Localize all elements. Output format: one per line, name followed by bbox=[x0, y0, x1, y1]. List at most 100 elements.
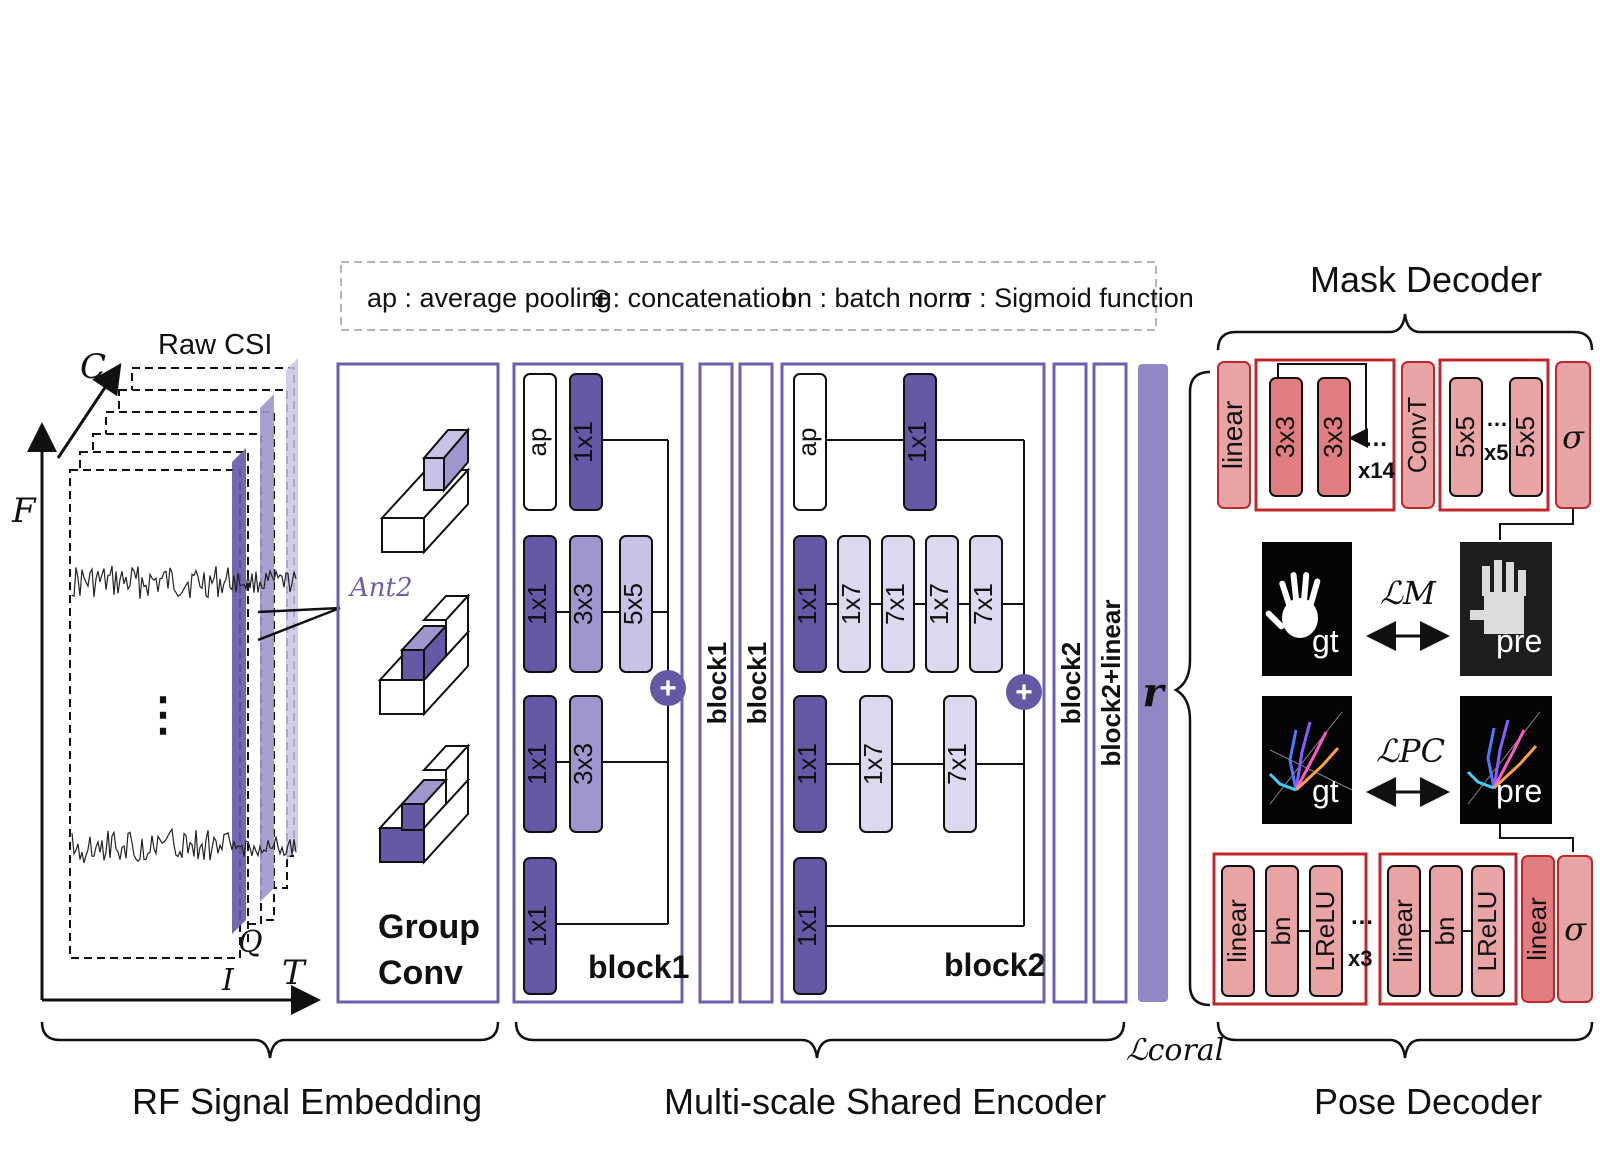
svg-text:1x1: 1x1 bbox=[792, 905, 822, 947]
svg-text:…: … bbox=[1364, 425, 1388, 452]
svg-text:LReLU: LReLU bbox=[1472, 891, 1502, 972]
pose-outputs: gt pre ℒPC bbox=[1262, 696, 1574, 852]
hand-gt bbox=[1265, 572, 1321, 638]
pose-group-1 bbox=[1212, 852, 1368, 1006]
b2-title: block2 bbox=[944, 947, 1045, 983]
svg-text:1x1: 1x1 bbox=[568, 421, 598, 463]
block2-panel: ap 1x1 1x1 1x7 7x1 1x7 7x1 1x1 1x7 7x1 1… bbox=[780, 362, 1046, 1004]
b2-1x1-b bbox=[793, 535, 827, 673]
pose-linear bbox=[1521, 855, 1555, 1003]
svg-text:r: r bbox=[1142, 669, 1166, 716]
loss-pc: ℒPC bbox=[1376, 732, 1445, 770]
brace-mask bbox=[1216, 313, 1594, 351]
loss-m: ℒM bbox=[1380, 574, 1437, 612]
mask-5x5-a bbox=[1449, 377, 1483, 497]
b2-concat bbox=[1006, 674, 1042, 710]
brace-pose bbox=[1216, 1021, 1594, 1059]
pose-group-2 bbox=[1378, 852, 1518, 1006]
pose-decoder: linear bn LReLU … x3 linear bn LReLU lin… bbox=[1212, 852, 1594, 1122]
svg-text:+: + bbox=[659, 672, 677, 705]
svg-text:7x1: 7x1 bbox=[880, 583, 910, 625]
ant2-label: Ant2 bbox=[348, 573, 413, 603]
cube-1 bbox=[379, 427, 471, 555]
mask-outputs: gt pre ℒM bbox=[1262, 542, 1552, 676]
svg-text:linear: linear bbox=[1222, 899, 1252, 963]
pose-repeat: x3 bbox=[1348, 946, 1372, 971]
svg-text:gt: gt bbox=[1312, 623, 1339, 659]
legend-concat: ⊕: concatenation bbox=[590, 283, 796, 313]
svg-text:gt: gt bbox=[1312, 773, 1339, 809]
axis-f-label: F bbox=[11, 491, 37, 531]
b2-7x1-b bbox=[969, 535, 1003, 673]
b2-1x7-a bbox=[837, 535, 871, 673]
block1-panel: ap 1x1 1x1 3x3 5x5 1x1 3x3 1x1 + block1 bbox=[512, 362, 689, 1004]
svg-text:1x1: 1x1 bbox=[792, 583, 822, 625]
mask-decoder-title: Mask Decoder bbox=[1310, 259, 1542, 300]
block1-col-a: block1 bbox=[698, 362, 734, 1004]
b1-5x5 bbox=[619, 535, 653, 673]
gt-pose-image bbox=[1262, 696, 1352, 824]
group-conv-line1: Group bbox=[378, 908, 480, 946]
legend-bn: bn : batch norm bbox=[782, 283, 970, 313]
legend-sigmoid: σ : Sigmoid function bbox=[955, 283, 1194, 313]
group-conv-line2: Conv bbox=[378, 954, 463, 992]
b2-7x1-a bbox=[881, 535, 915, 673]
mask-convt bbox=[1401, 361, 1435, 509]
svg-text:1x1: 1x1 bbox=[522, 583, 552, 625]
b1-1x1-a bbox=[569, 373, 603, 511]
b1-concat bbox=[650, 670, 686, 706]
mask-k5-repeat: x5 bbox=[1484, 440, 1508, 465]
svg-text:1x7: 1x7 bbox=[858, 743, 888, 785]
svg-text:3x3: 3x3 bbox=[1270, 416, 1300, 458]
mask-3x3-a bbox=[1269, 377, 1303, 497]
svg-text:linear: linear bbox=[1388, 899, 1418, 963]
block1-col-b: block1 bbox=[738, 362, 774, 1004]
svg-text:1x1: 1x1 bbox=[522, 905, 552, 947]
svg-text:…: … bbox=[1350, 903, 1374, 930]
b2-7x1-c bbox=[943, 695, 977, 833]
skeleton-gt bbox=[1268, 711, 1353, 805]
pose-decoder-title: Pose Decoder bbox=[1314, 1081, 1542, 1122]
b2-1x1-a bbox=[903, 373, 937, 511]
svg-text:ap: ap bbox=[792, 428, 822, 457]
mask-3x3-b bbox=[1317, 377, 1351, 497]
svg-text:+: + bbox=[1015, 676, 1033, 709]
mask-repeat: x14 bbox=[1358, 458, 1395, 483]
brace-decoders bbox=[1173, 370, 1211, 1007]
svg-text:ap: ap bbox=[522, 428, 552, 457]
svg-text:1x7: 1x7 bbox=[924, 583, 954, 625]
svg-text:5x5: 5x5 bbox=[1510, 416, 1540, 458]
skeleton-pre bbox=[1466, 711, 1541, 805]
svg-text:5x5: 5x5 bbox=[618, 583, 648, 625]
axis-t-label: T bbox=[282, 953, 307, 993]
b2-ap bbox=[793, 373, 827, 511]
b1-1x1-c bbox=[523, 695, 557, 833]
svg-text:5x5: 5x5 bbox=[1450, 416, 1480, 458]
mask-5x5-group bbox=[1438, 358, 1550, 512]
svg-text:bn: bn bbox=[1430, 917, 1460, 946]
b2-1x7-c bbox=[859, 695, 893, 833]
b1-ap bbox=[523, 373, 557, 511]
b1-title: block1 bbox=[588, 949, 689, 985]
svg-text:…: … bbox=[1486, 406, 1508, 431]
rf-embedding: F C T Raw CSI ⋮ I Q bbox=[11, 329, 341, 1015]
svg-text:pre: pre bbox=[1496, 773, 1542, 809]
svg-text:block1: block1 bbox=[742, 642, 772, 724]
mask-res-group bbox=[1254, 358, 1396, 512]
raw-csi-label: Raw CSI bbox=[158, 329, 272, 361]
svg-text:σ: σ bbox=[1562, 418, 1585, 456]
b1-3x3-a bbox=[569, 535, 603, 673]
svg-text:1x1: 1x1 bbox=[902, 421, 932, 463]
label-i: I bbox=[221, 963, 235, 998]
svg-text:ConvT: ConvT bbox=[1402, 397, 1432, 474]
svg-text:7x1: 7x1 bbox=[968, 583, 998, 625]
svg-text:σ: σ bbox=[1564, 910, 1587, 948]
svg-text:bn: bn bbox=[1266, 917, 1296, 946]
hand-pre bbox=[1470, 560, 1526, 634]
svg-text:1x1: 1x1 bbox=[522, 743, 552, 785]
svg-text:1x1: 1x1 bbox=[792, 743, 822, 785]
svg-text:3x3: 3x3 bbox=[568, 583, 598, 625]
pre-pose-image bbox=[1460, 696, 1552, 824]
antenna-plane-i bbox=[232, 448, 246, 934]
